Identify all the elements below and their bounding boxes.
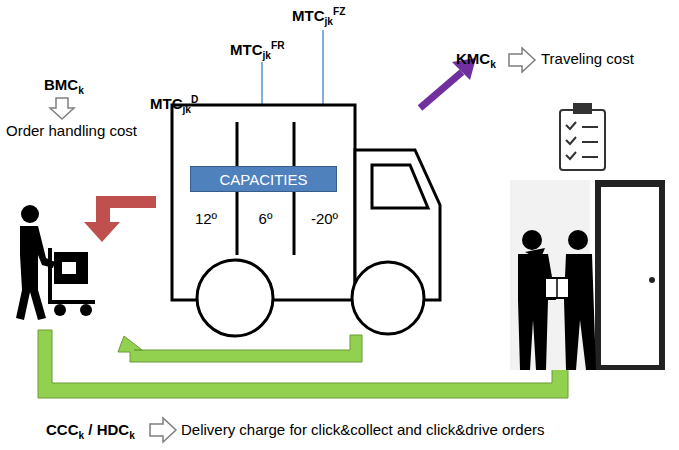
green-arrows xyxy=(38,330,578,398)
truck xyxy=(172,105,440,336)
cost-symbol: MTCjkFR xyxy=(230,40,285,61)
node-text: 6º xyxy=(259,210,273,227)
clipboard-icon xyxy=(560,104,605,170)
cost-symbol: BMCk xyxy=(44,76,84,96)
description: Delivery charge for click&collect and cl… xyxy=(181,421,544,438)
capacities-box: CAPACITIES xyxy=(190,166,337,192)
cost-symbol: KMCk xyxy=(456,50,496,70)
description: Traveling cost xyxy=(541,50,634,67)
node-text: CAPACITIES xyxy=(219,171,307,188)
delivery-scene xyxy=(510,180,665,370)
compartment-cell: 12º xyxy=(178,203,234,233)
cost-symbol: CCCk / HDCk xyxy=(46,421,135,441)
node-text: 12º xyxy=(195,210,217,227)
compartment-cell: -20º xyxy=(297,203,352,233)
description: Order handling cost xyxy=(6,122,137,139)
node-text: -20º xyxy=(311,210,338,227)
cost-symbol: MTCjkD xyxy=(150,94,198,115)
worker-icon xyxy=(16,205,95,320)
compartment-cell: 6º xyxy=(240,203,291,233)
red-arrow xyxy=(84,196,156,242)
cost-symbol: MTCjkFZ xyxy=(292,6,345,27)
